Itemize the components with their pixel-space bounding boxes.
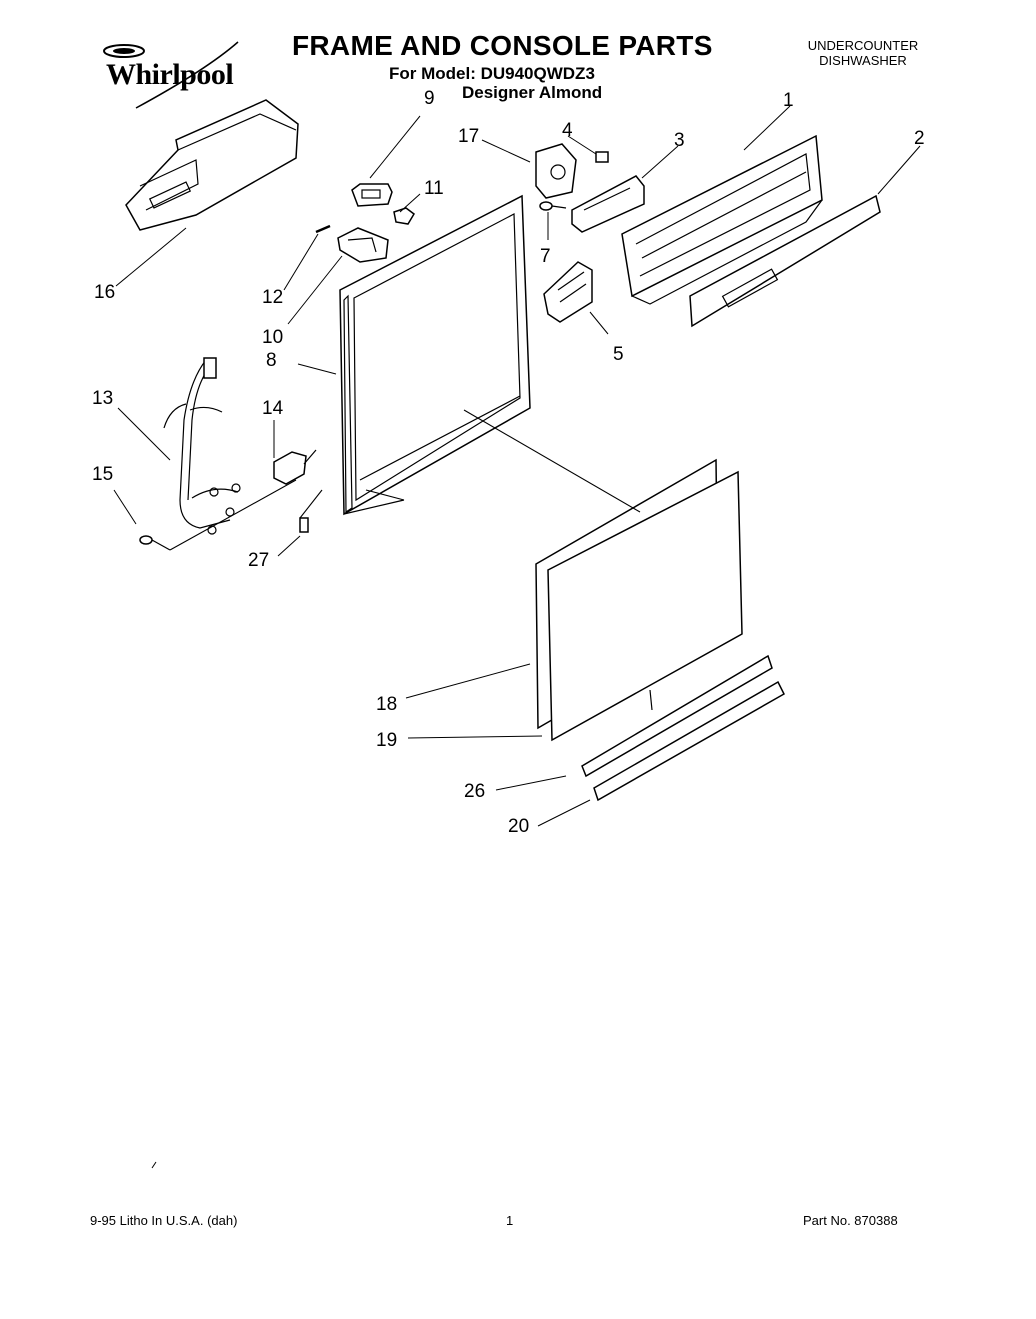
model-line: For Model: DU940QWDZ3 bbox=[389, 64, 595, 83]
stray-mark bbox=[151, 1161, 157, 1169]
callout-14: 14 bbox=[262, 398, 284, 419]
assembly-guide-line bbox=[365, 489, 405, 501]
callout-17: 17 bbox=[458, 126, 479, 147]
callout-11: 11 bbox=[424, 178, 444, 199]
callout-4: 4 bbox=[562, 120, 573, 141]
litho-note: 9-95 Litho In U.S.A. (dah) bbox=[90, 1213, 238, 1228]
logo-swoosh-icon bbox=[103, 41, 239, 109]
part-14-plug bbox=[273, 449, 317, 485]
callout-16: 16 bbox=[94, 282, 115, 303]
product-type-line-1: UNDERCOUNTER bbox=[807, 38, 919, 53]
callout-15: 15 bbox=[92, 464, 113, 485]
part-20-trim bbox=[593, 680, 785, 802]
part-7-screw bbox=[539, 201, 567, 211]
callout-13: 13 bbox=[92, 388, 113, 409]
callout-12: 12 bbox=[262, 287, 283, 308]
page-title: FRAME AND CONSOLE PARTS bbox=[292, 30, 713, 61]
brand-name: Whirlpool bbox=[106, 58, 234, 91]
callout-18: 18 bbox=[376, 694, 397, 715]
part-12-pin bbox=[315, 224, 331, 234]
part-3-control-board bbox=[571, 175, 645, 233]
part-16-vent bbox=[125, 99, 299, 231]
callout-2: 2 bbox=[914, 128, 925, 149]
part-26-trim bbox=[581, 654, 773, 778]
page-number: 1 bbox=[506, 1213, 514, 1228]
callout-5: 5 bbox=[613, 344, 624, 365]
assembly-guide-line bbox=[169, 479, 297, 551]
whirlpool-logo: Whirlpool bbox=[96, 40, 246, 110]
callout-8: 8 bbox=[266, 350, 277, 371]
callout-9: 9 bbox=[424, 88, 435, 109]
part-number: Part No. 870388 bbox=[803, 1213, 898, 1228]
product-type-line-2: DISHWASHER bbox=[819, 53, 907, 68]
product-type: UNDERCOUNTER DISHWASHER bbox=[790, 38, 936, 68]
part-5-connector bbox=[543, 261, 593, 323]
part-15-screw bbox=[139, 535, 171, 551]
part-4-clip bbox=[595, 151, 609, 163]
callout-10: 10 bbox=[262, 327, 283, 348]
callout-7: 7 bbox=[540, 246, 551, 267]
part-10-bracket bbox=[337, 227, 389, 263]
leader-lines bbox=[113, 105, 921, 827]
part-11-clip bbox=[393, 207, 415, 225]
color-line: Designer Almond bbox=[462, 83, 603, 102]
part-17-latch bbox=[535, 143, 577, 199]
part-1-console bbox=[621, 134, 823, 305]
callout-3: 3 bbox=[674, 130, 685, 151]
part-18-19-door-panel bbox=[535, 458, 743, 742]
assembly-guide-line bbox=[463, 409, 641, 513]
callout-1: 1 bbox=[783, 90, 794, 111]
part-9-switch bbox=[351, 183, 393, 207]
part-27-clip bbox=[299, 517, 309, 533]
part-2-panel-strip bbox=[689, 194, 881, 328]
assembly-guide-line bbox=[299, 489, 323, 519]
callout-26: 26 bbox=[464, 781, 485, 802]
part-8-door-frame bbox=[339, 194, 531, 516]
callout-20: 20 bbox=[508, 816, 529, 837]
part-13-harness bbox=[163, 357, 241, 535]
callout-27: 27 bbox=[248, 550, 269, 571]
callout-19: 19 bbox=[376, 730, 397, 751]
